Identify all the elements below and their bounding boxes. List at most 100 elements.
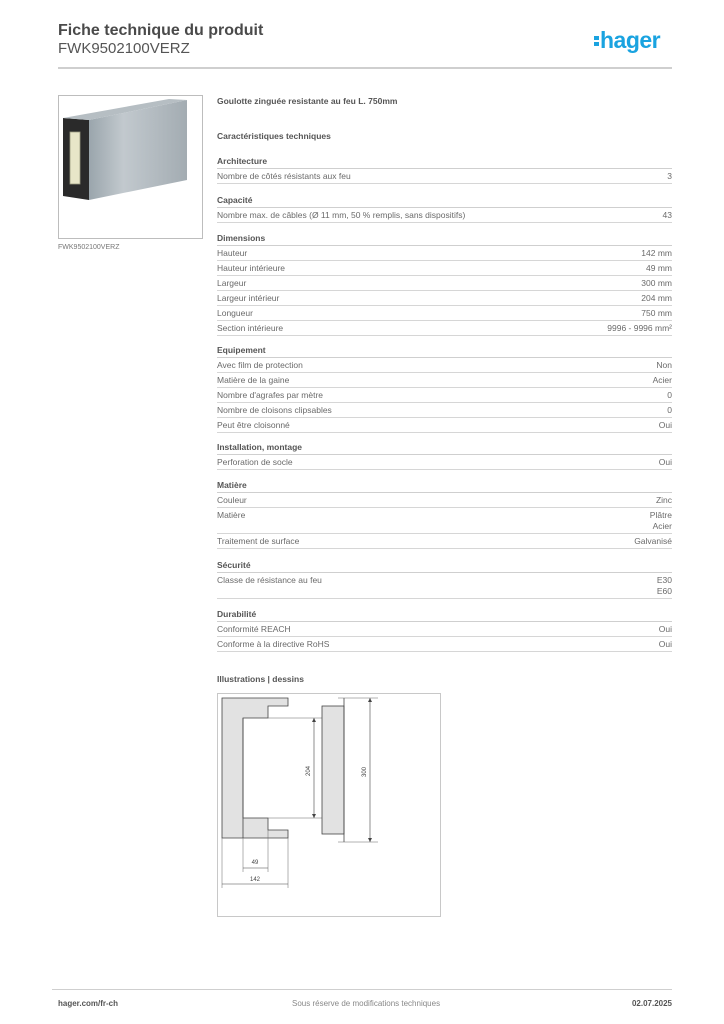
spec-value-line: Plâtre bbox=[649, 510, 672, 520]
spec-value: Oui bbox=[658, 420, 672, 430]
cross-section-drawing-icon: 204 300 49 142 bbox=[221, 697, 378, 888]
spec-label: Perforation de socle bbox=[217, 457, 293, 467]
spec-label: Conformité REACH bbox=[217, 624, 291, 634]
spec-value: 0 bbox=[667, 390, 672, 400]
spec-label: Matière de la gaine bbox=[217, 375, 290, 385]
spec-value: 300 mm bbox=[641, 278, 672, 288]
spec-value: Oui bbox=[658, 639, 672, 649]
technical-drawing: 204 300 49 142 bbox=[217, 693, 441, 917]
spec-value: 43 bbox=[662, 210, 672, 220]
spec-label: Largeur bbox=[217, 278, 247, 288]
spec-label: Section intérieure bbox=[217, 323, 284, 333]
spec-row: Section intérieure 9996 - 9996 mm² bbox=[217, 321, 672, 336]
spec-row: Conformité REACH Oui bbox=[217, 622, 672, 637]
footer-date: 02.07.2025 bbox=[631, 999, 672, 1008]
spec-row: Largeur 300 mm bbox=[217, 276, 672, 291]
spec-value: 0 bbox=[667, 405, 672, 415]
spec-value: 3 bbox=[667, 171, 672, 181]
footer-disclaimer: Sous réserve de modifications techniques bbox=[292, 999, 441, 1008]
spec-row: Couleur Zinc bbox=[217, 493, 672, 508]
dim-label-142: 142 bbox=[250, 877, 261, 883]
header-divider bbox=[58, 67, 672, 69]
spec-value: 204 mm bbox=[641, 293, 672, 303]
spec-value: Galvanisé bbox=[634, 536, 672, 546]
spec-row: Nombre d'agrafes par mètre 0 bbox=[217, 388, 672, 403]
section-dimensions: Dimensions Hauteur 142 mm Hauteur intérie… bbox=[217, 232, 672, 336]
spec-label: Couleur bbox=[217, 495, 247, 505]
spec-value: Oui bbox=[658, 624, 672, 634]
spec-value: Acier bbox=[652, 375, 672, 385]
spec-label: Largeur intérieur bbox=[217, 293, 280, 303]
spec-value: 49 mm bbox=[646, 263, 672, 273]
section-equipement: Equipement Avec film de protection Non Ma… bbox=[217, 344, 672, 433]
product-code: FWK9502100VERZ bbox=[58, 40, 190, 57]
spec-value-line: E60 bbox=[656, 586, 672, 596]
spec-value: 750 mm bbox=[641, 308, 672, 318]
spec-value: 9996 - 9996 mm² bbox=[607, 323, 672, 333]
section-capacite: Capacité Nombre max. de câbles (Ø 11 mm,… bbox=[217, 194, 672, 223]
spec-label: Longueur bbox=[217, 308, 253, 318]
spec-label: Nombre d'agrafes par mètre bbox=[217, 390, 324, 400]
characteristics-title: Caractéristiques techniques bbox=[217, 131, 331, 141]
spec-row: Nombre de cloisons clipsables 0 bbox=[217, 403, 672, 418]
spec-label: Matière bbox=[217, 510, 246, 520]
spec-label: Hauteur bbox=[217, 248, 248, 258]
spec-label: Classe de résistance au feu bbox=[217, 575, 322, 585]
section-title: Dimensions bbox=[217, 232, 672, 246]
page-title: Fiche technique du produit bbox=[58, 22, 264, 39]
product-image bbox=[58, 95, 203, 239]
spec-value-line: Acier bbox=[652, 521, 672, 531]
spec-value: Zinc bbox=[655, 495, 672, 505]
section-installation: Installation, montage Perforation de soc… bbox=[217, 441, 672, 470]
section-title: Capacité bbox=[217, 194, 672, 208]
dim-label-300: 300 bbox=[362, 766, 368, 777]
spec-row: Nombre de côtés résistants aux feu 3 bbox=[217, 169, 672, 184]
hager-logo: hager bbox=[594, 26, 661, 54]
spec-label: Hauteur intérieure bbox=[217, 263, 286, 273]
spec-label: Avec film de protection bbox=[217, 360, 303, 370]
dim-label-49: 49 bbox=[252, 860, 259, 866]
spec-row: Hauteur intérieure 49 mm bbox=[217, 261, 672, 276]
spec-row: Nombre max. de câbles (Ø 11 mm, 50 % rem… bbox=[217, 208, 672, 223]
section-illustrations: Illustrations | dessins bbox=[217, 674, 672, 684]
section-title: Matière bbox=[217, 479, 672, 493]
spec-row: Perforation de socle Oui bbox=[217, 455, 672, 470]
spec-value: Oui bbox=[658, 457, 672, 467]
spec-row: Matière de la gaine Acier bbox=[217, 373, 672, 388]
spec-label: Peut être cloisonné bbox=[217, 420, 290, 430]
section-title: Durabilité bbox=[217, 608, 672, 622]
section-title: Architecture bbox=[217, 155, 672, 169]
spec-row: Conforme à la directive RoHS Oui bbox=[217, 637, 672, 652]
spec-label: Nombre max. de câbles (Ø 11 mm, 50 % rem… bbox=[217, 210, 466, 220]
cable-duct-icon bbox=[63, 99, 187, 200]
product-description: Goulotte zinguée resistante au feu L. 75… bbox=[217, 96, 398, 106]
section-title: Equipement bbox=[217, 344, 672, 358]
spec-value: 142 mm bbox=[641, 248, 672, 258]
spec-label: Nombre de côtés résistants aux feu bbox=[217, 171, 351, 181]
section-durabilite: Durabilité Conformité REACH Oui Conforme … bbox=[217, 608, 672, 652]
footer-website-link[interactable]: hager.com/fr-ch bbox=[58, 999, 119, 1008]
product-image-caption: FWK9502100VERZ bbox=[58, 244, 120, 251]
section-architecture: Architecture Nombre de côtés résistants … bbox=[217, 155, 672, 184]
section-title: Sécurité bbox=[217, 559, 672, 573]
section-title: Installation, montage bbox=[217, 441, 672, 455]
spec-row: Longueur 750 mm bbox=[217, 306, 672, 321]
section-title: Illustrations | dessins bbox=[217, 674, 304, 684]
spec-row: Hauteur 142 mm bbox=[217, 246, 672, 261]
spec-row: Peut être cloisonné Oui bbox=[217, 418, 672, 433]
spec-value: Non bbox=[656, 360, 672, 370]
spec-label: Conforme à la directive RoHS bbox=[217, 639, 330, 649]
logo-dots-icon bbox=[594, 26, 600, 53]
spec-row: Avec film de protection Non bbox=[217, 358, 672, 373]
spec-label: Nombre de cloisons clipsables bbox=[217, 405, 332, 415]
dim-label-204: 204 bbox=[306, 765, 312, 776]
spec-value-line: E30 bbox=[656, 575, 672, 585]
footer-divider bbox=[52, 989, 672, 990]
